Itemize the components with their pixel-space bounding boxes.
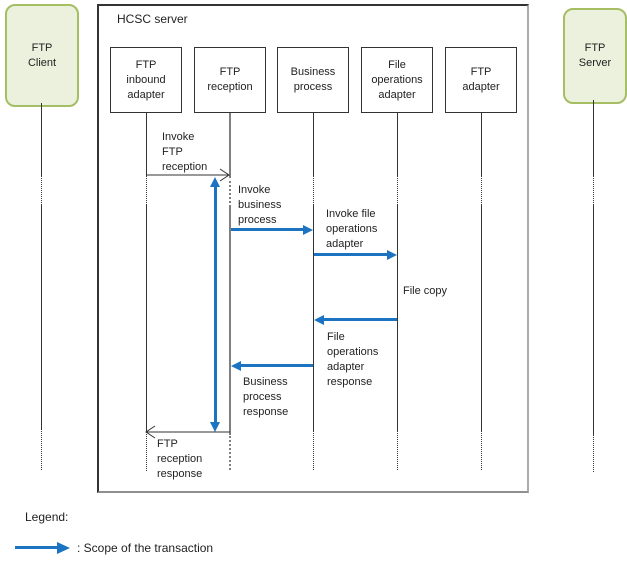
lifeline-segment: [229, 176, 231, 207]
lifeline-segment: [146, 205, 147, 432]
arrowhead-right-icon: [303, 225, 313, 235]
arrowhead-left-icon: [231, 361, 241, 371]
message-line: [324, 318, 397, 321]
message-label-file-copy: File copy: [403, 285, 448, 297]
message-label-business-process-response: Business process response: [243, 376, 289, 418]
arrowhead-down-icon: [210, 422, 220, 432]
actor-ftp-client-label: FTP Client: [27, 41, 57, 69]
lifeline-segment: [313, 205, 314, 431]
lifeline-segment: [146, 432, 147, 471]
lifeline-segment: [313, 431, 314, 470]
message-label-file-operations-adapter-response: File operations adapter response: [327, 331, 379, 388]
legend-scope-label: : Scope of the transaction: [77, 541, 214, 555]
lifeline-segment: [41, 205, 42, 429]
message-label-invoke-file-operations-adapter: Invoke file operations adapter: [326, 208, 378, 250]
message-arrow-invoke-ftp-reception: [146, 168, 230, 182]
lifeline-segment: [397, 113, 398, 176]
legend-title: Legend:: [25, 510, 69, 524]
message-arrow-ftp-reception-response: [145, 425, 230, 439]
component-ftp-adapter-label: FTP adapter: [462, 66, 500, 93]
lifeline-segment: [146, 175, 147, 205]
message-line: [314, 253, 388, 256]
component-ftp-adapter: FTP adapter: [445, 47, 517, 113]
component-ftp-inbound-adapter: FTP inbound adapter: [110, 47, 182, 113]
transaction-scope-line: [214, 186, 217, 423]
component-ftp-reception: FTP reception: [194, 47, 266, 113]
actor-ftp-server: FTP Server: [563, 8, 627, 104]
lifeline-segment: [593, 434, 594, 472]
component-business-process: Business process: [277, 47, 349, 113]
arrowhead-right-icon: [57, 542, 70, 554]
lifeline-segment: [41, 176, 42, 205]
hcsc-server-title: HCSC server: [117, 12, 188, 26]
hcsc-server-container: HCSC server: [97, 4, 529, 493]
lifeline-segment: [397, 176, 398, 205]
lifeline-segment: [229, 433, 231, 470]
lifeline-segment: [146, 113, 147, 175]
arrowhead-left-icon: [314, 315, 324, 325]
component-ftp-inbound-adapter-label: FTP inbound adapter: [126, 58, 166, 101]
lifeline-segment: [481, 205, 482, 431]
message-label-ftp-reception-response: FTP reception response: [157, 438, 203, 480]
actor-ftp-server-label: FTP Server: [578, 42, 612, 69]
lifeline-segment: [593, 176, 594, 205]
lifeline-segment: [481, 431, 482, 470]
lifeline-segment: [229, 207, 231, 433]
lifeline-segment: [397, 205, 398, 431]
component-file-operations-adapter: File operations adapter: [361, 47, 433, 113]
message-label-invoke-business-process: Invoke business process: [238, 184, 282, 226]
lifeline-segment: [593, 205, 594, 434]
message-line: [241, 364, 313, 367]
actor-ftp-client: FTP Client: [5, 4, 79, 107]
legend-arrow-line: [15, 546, 58, 549]
lifeline-segment: [397, 431, 398, 470]
lifeline-segment: [313, 176, 314, 205]
lifeline-segment: [41, 103, 42, 176]
arrowhead-right-icon: [387, 250, 397, 260]
component-file-operations-adapter-label: File operations adapter: [371, 58, 423, 101]
arrowhead-up-icon: [210, 177, 220, 187]
message-label-invoke-ftp-reception: Invoke FTP reception: [162, 131, 208, 173]
lifeline-segment: [481, 113, 482, 176]
message-line: [231, 228, 304, 231]
component-business-process-label: Business process: [290, 66, 336, 93]
lifeline-segment: [593, 100, 594, 176]
lifeline-segment: [41, 429, 42, 470]
lifeline-segment: [481, 176, 482, 205]
lifeline-segment: [229, 113, 231, 176]
component-ftp-reception-label: FTP reception: [207, 66, 253, 93]
lifeline-segment: [313, 113, 314, 176]
